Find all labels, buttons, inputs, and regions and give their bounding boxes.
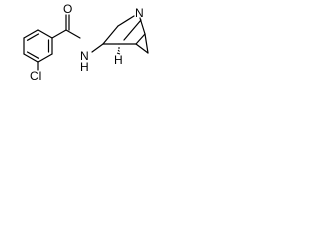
molecule-drawing: O Cl N H N H (23, 2, 149, 83)
ring-bond (102, 25, 119, 45)
ring-bond (37, 29, 53, 39)
ring-bond (135, 43, 149, 54)
benzene-ring (23, 29, 53, 63)
ring-bond (23, 29, 39, 39)
ring-double-bond (26, 51, 40, 59)
ring-bond (144, 33, 149, 54)
ring-bond (123, 19, 142, 41)
chlorine-label: Cl (30, 69, 41, 83)
amide-nitrogen-label: N (80, 49, 89, 63)
amide-bond (65, 29, 81, 39)
quinuclidine-ring (102, 15, 149, 54)
structure-diagram: O Cl N H N H (0, 0, 166, 91)
ring-bond (37, 53, 53, 63)
aryl-carbonyl-bond (51, 29, 67, 39)
n-carbon-bond (91, 43, 104, 53)
hash-mark (116, 52, 121, 55)
hash-mark (117, 49, 120, 52)
bridgehead-nitrogen-label: N (135, 6, 144, 20)
ring-bond (117, 15, 135, 27)
stereo-hydrogen-label: H (114, 53, 123, 67)
ring-bond (135, 33, 146, 45)
ring-double-bond (26, 33, 40, 41)
stereo-hash-bond (116, 47, 121, 55)
amide-hydrogen-label: H (80, 60, 89, 74)
oxygen-label: O (63, 2, 72, 16)
ring-bond (23, 53, 39, 63)
